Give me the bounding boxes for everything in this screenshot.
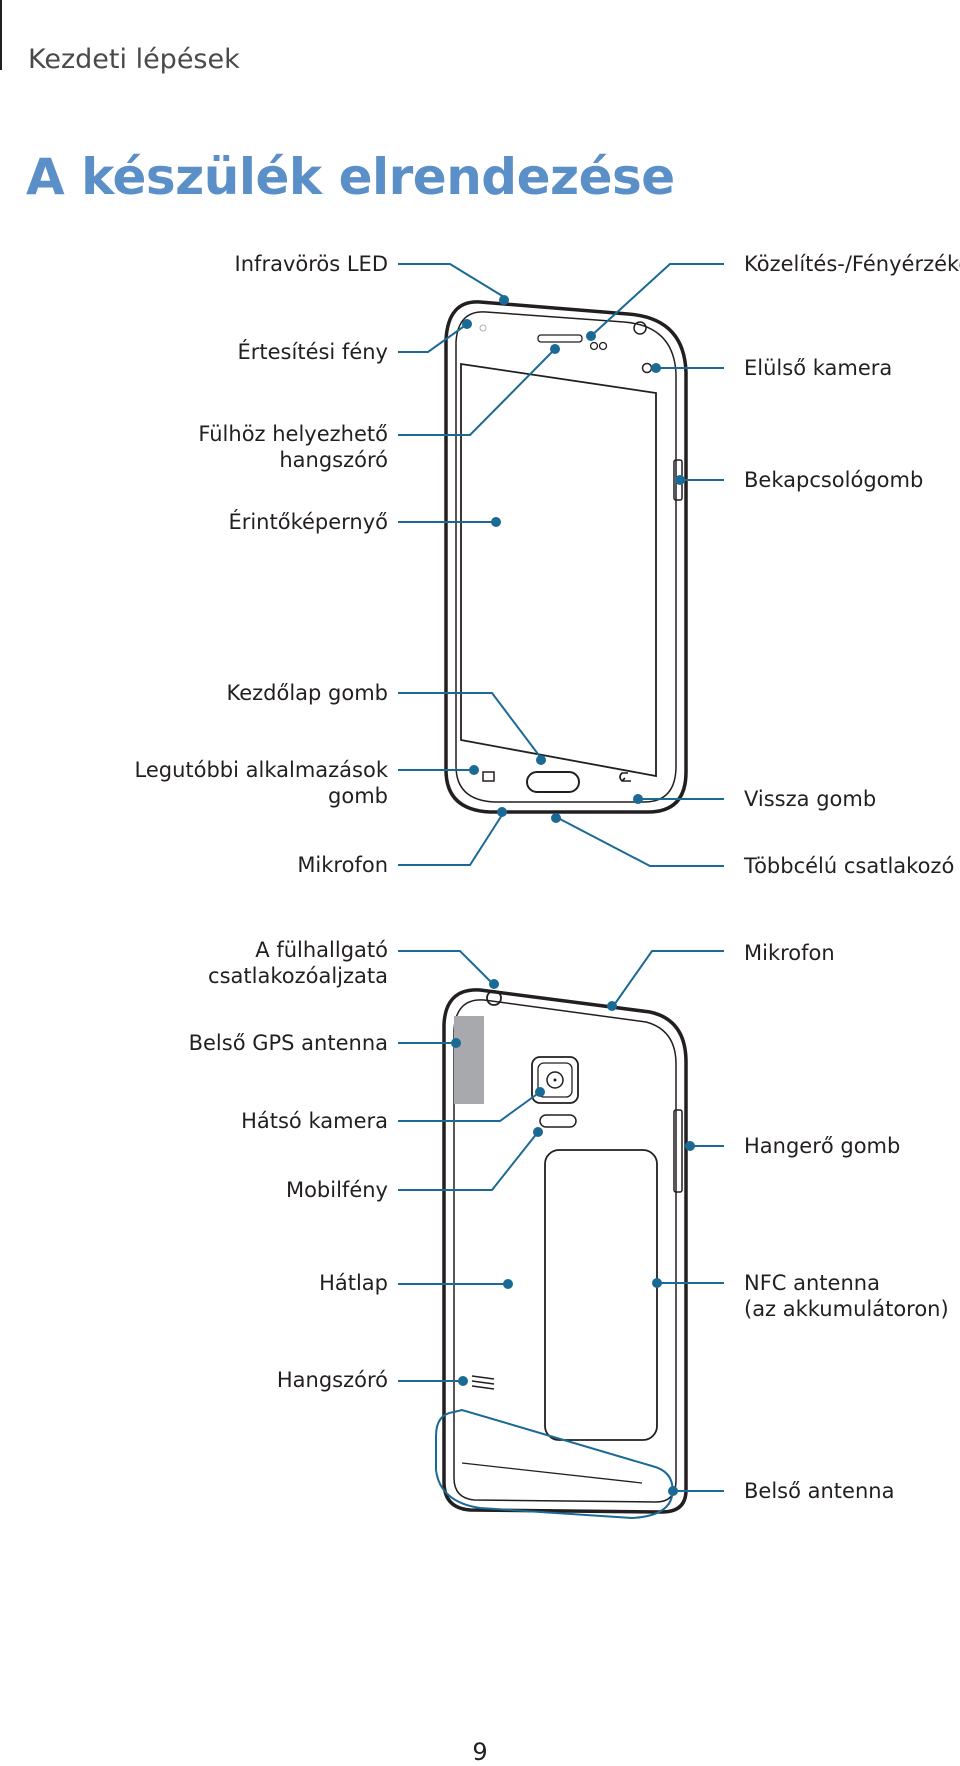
label-volume-button: Hangerő gomb (744, 1134, 901, 1158)
label-earpiece: Fülhöz helyezhető hangszóró (198, 421, 388, 473)
label-recent-apps: Legutóbbi alkalmazások gomb (134, 757, 388, 809)
label-nfc-antenna-line2: (az akkumulátoron) (744, 1297, 949, 1321)
label-home-button: Kezdőlap gomb (226, 681, 388, 705)
label-microphone-back: Mikrofon (744, 941, 835, 965)
bottom-edge-line (461, 1462, 643, 1484)
label-touchscreen: Érintőképernyő (228, 510, 388, 534)
notification-light-dot (479, 324, 487, 332)
rear-camera-module (531, 1056, 579, 1104)
top-jack-ring (633, 321, 647, 335)
label-main-antenna: Belső antenna (744, 1479, 895, 1503)
front-phone-inner-body (455, 311, 677, 803)
rear-camera-inner (537, 1062, 573, 1098)
label-speaker: Hangszóró (276, 1368, 388, 1392)
label-flash: Mobilfény (285, 1178, 388, 1202)
label-earpiece-line1: Fülhöz helyezhető (198, 422, 388, 446)
label-microphone-front: Mikrofon (297, 853, 388, 877)
label-power-button: Bekapcsológomb (744, 468, 924, 492)
front-phone-outer-body (444, 300, 688, 814)
front-screen (460, 362, 657, 778)
headset-jack (486, 990, 502, 1006)
sensor-dot-1 (589, 341, 599, 351)
gps-antenna-area (454, 1016, 484, 1104)
label-headset-jack-line1: A fülhallgató (255, 938, 388, 962)
sensor-dot-2 (598, 341, 608, 351)
label-nfc-antenna-line1: NFC antenna (744, 1271, 880, 1295)
callout-dots (451, 295, 695, 1496)
nfc-antenna-outline (544, 1149, 658, 1441)
label-recent-apps-line1: Legutóbbi alkalmazások (134, 758, 388, 782)
callout-lines (398, 263, 724, 1520)
home-button (526, 771, 580, 793)
label-earpiece-line2: hangszóró (279, 448, 388, 472)
flash-module (539, 1114, 577, 1128)
back-phone-inner-body (453, 999, 677, 1503)
header-divider (0, 0, 2, 70)
label-headset-jack: A fülhallgató csatlakozóaljzata (208, 937, 388, 989)
label-gps-antenna: Belső GPS antenna (188, 1031, 388, 1055)
label-rear-camera: Hátsó kamera (241, 1109, 388, 1133)
label-back-button: Vissza gomb (744, 787, 877, 811)
label-infrared-led: Infravörös LED (234, 252, 388, 276)
back-phone-outer-body (442, 988, 688, 1514)
label-multipurpose-jack: Többcélú csatlakozó (744, 854, 955, 878)
rear-camera-lens (546, 1071, 564, 1089)
label-notification-light: Értesítési fény (237, 340, 389, 364)
volume-button-side (673, 1109, 683, 1193)
back-phone (442, 988, 688, 1514)
label-back-cover: Hátlap (319, 1271, 388, 1295)
earpiece-speaker-grille (537, 334, 583, 343)
front-camera-lens (641, 362, 653, 374)
page-title: A készülék elrendezése (26, 148, 675, 206)
page-number: 9 (472, 1738, 488, 1766)
section-header: Kezdeti lépések (28, 44, 240, 75)
speaker-grille (471, 1375, 495, 1390)
label-proximity-sensor: Közelítés-/Fényérzékelő (744, 252, 960, 276)
label-front-camera: Elülső kamera (744, 356, 893, 380)
front-phone (444, 300, 688, 814)
back-arrow-icon (619, 772, 631, 782)
label-nfc-antenna: NFC antenna (az akkumulátoron) (744, 1270, 949, 1322)
rear-camera-center (553, 1078, 557, 1082)
recent-apps-icon (482, 771, 495, 782)
label-headset-jack-line2: csatlakozóaljzata (208, 964, 388, 988)
label-recent-apps-line2: gomb (328, 784, 388, 808)
